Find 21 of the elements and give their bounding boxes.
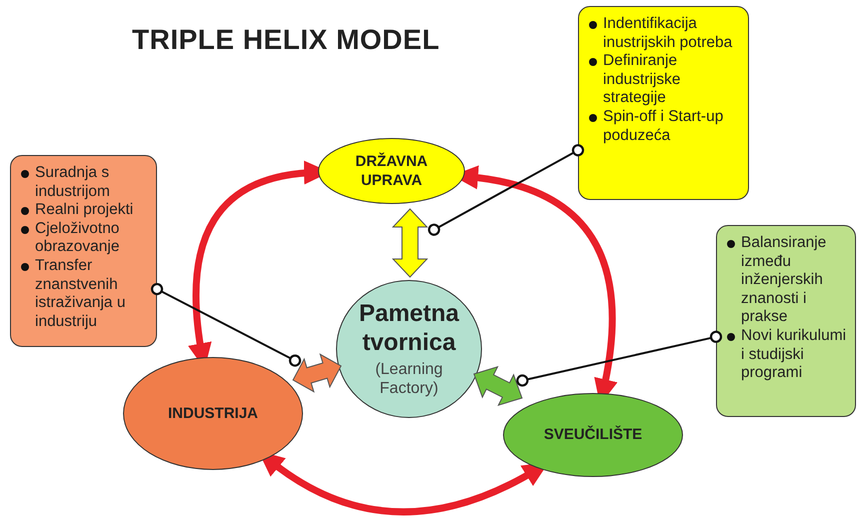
- bullet-text: Indentifikacija inustrijskih potreba: [587, 15, 742, 52]
- note-box: [716, 225, 856, 417]
- node-label: INDUSTRIJA: [166, 404, 259, 424]
- node-label: DRŽAVNA UPRAVA: [354, 152, 429, 190]
- node-subtitle: (Learning Factory): [374, 360, 444, 398]
- bullet-text: Realni projekti: [19, 201, 150, 220]
- bullet-text: Cjeloživotno obrazovanje: [19, 220, 150, 257]
- leader-line: [428, 144, 584, 236]
- bullet-text: Spin-off i Start-up poduzeća: [587, 108, 742, 146]
- note-box: [10, 155, 157, 347]
- diagram-title: TRIPLE HELIX MODEL: [132, 24, 440, 56]
- bullet-text: Transfer znanstvenih istraživanja u industriju: [19, 256, 150, 332]
- leader-line: [150, 283, 302, 367]
- note-box: [578, 6, 749, 200]
- bullet-text: Novi kurikulumi i studijski programi: [725, 326, 849, 383]
- bullet-text: Definiranje industrijske strategije: [587, 52, 742, 108]
- leader-line: [516, 330, 722, 387]
- node-label: Pametna tvornica: [358, 300, 460, 358]
- node-label: SVEUČILIŠTE: [542, 425, 644, 445]
- bullet-text: Balansiranje između inženjerskih znanosti i prakse: [725, 234, 849, 327]
- bullet-text: Suradnja s industrijom: [19, 164, 150, 202]
